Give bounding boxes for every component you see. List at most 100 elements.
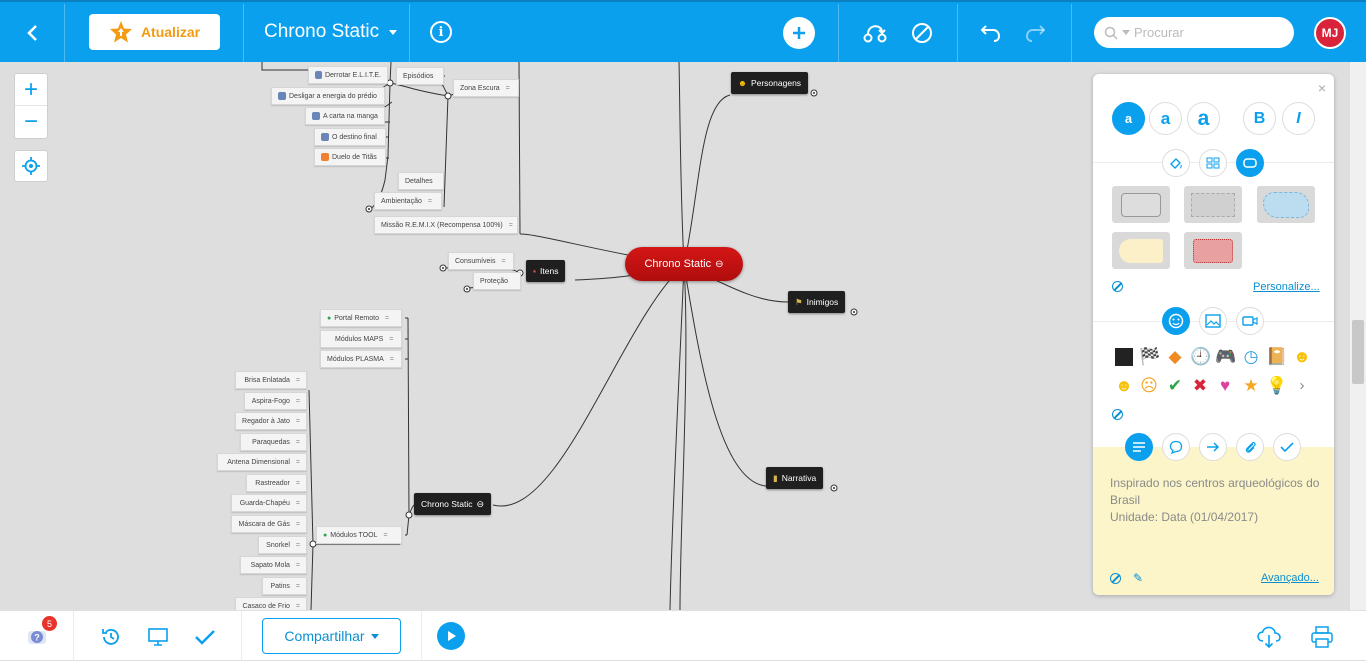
undo-icon[interactable] [978, 20, 1004, 46]
list-item[interactable]: Paraquedas= [240, 433, 307, 451]
list-item[interactable]: Sapato Mola= [240, 556, 307, 574]
shape-dotted-red[interactable] [1184, 232, 1242, 269]
shape-dashed-rect[interactable] [1184, 186, 1242, 223]
shape-tag[interactable] [1112, 232, 1170, 269]
list-item[interactable]: Rastreador= [246, 474, 307, 492]
neutral-face-icon[interactable]: ☻ [1115, 376, 1133, 395]
clock-icon[interactable]: 🕘 [1190, 347, 1212, 366]
presentation-icon[interactable] [145, 624, 171, 650]
print-icon[interactable] [1309, 624, 1335, 650]
center-map-button[interactable] [14, 150, 48, 182]
gamepad-icon[interactable]: 🎮 [1215, 347, 1237, 366]
share-button[interactable]: Compartilhar [262, 618, 401, 654]
magic-wand-icon[interactable]: ✎ [1133, 571, 1144, 585]
shape-style-icon[interactable] [1236, 149, 1264, 177]
node-itens[interactable]: ▪Itens [526, 260, 566, 282]
smile-icon[interactable]: ☻ [1293, 347, 1311, 366]
back-button[interactable] [18, 20, 46, 46]
list-item[interactable]: Brisa Enlatada= [235, 371, 307, 389]
zoom-in-button[interactable]: + [15, 74, 47, 106]
font-size-small-button[interactable]: a [1112, 102, 1145, 135]
blue-clock-icon[interactable]: ◷ [1243, 347, 1259, 366]
font-size-large-button[interactable]: a [1187, 102, 1220, 135]
link-tab-icon[interactable] [1199, 433, 1227, 461]
list-item[interactable]: Patins= [262, 577, 307, 595]
list-item[interactable]: Snorkel= [258, 536, 307, 554]
node-consumiveis[interactable]: Consumíveis= [448, 252, 514, 270]
lightbulb-icon[interactable]: 💡 [1266, 376, 1288, 395]
font-size-medium-button[interactable]: a [1149, 102, 1182, 135]
node-inimigos[interactable]: ⚑Inimigos [788, 291, 846, 313]
node-personagens[interactable]: ☻Personagens [731, 72, 809, 94]
search-box[interactable] [1094, 17, 1294, 48]
list-item[interactable]: Guarda-Chapéu= [231, 494, 307, 512]
cloud-download-icon[interactable] [1256, 624, 1282, 650]
list-item[interactable]: Desligar a energia do prédio [271, 87, 385, 105]
play-icon[interactable] [437, 622, 465, 650]
task-tab-icon[interactable] [1273, 433, 1301, 461]
mindmap-canvas[interactable]: Derrotar E.L.I.T.E. Desligar a energia d… [0, 62, 1350, 610]
video-tab-icon[interactable] [1236, 307, 1264, 335]
sad-face-icon[interactable]: ☹ [1140, 376, 1158, 395]
history-icon[interactable] [98, 624, 124, 650]
note-text[interactable]: Inspirado nos centros arqueológicos do B… [1110, 476, 1320, 524]
map-title-dropdown[interactable]: Chrono Static [264, 21, 398, 43]
address-book-icon[interactable]: 📔 [1266, 347, 1288, 366]
task-check-icon[interactable] [192, 624, 218, 650]
zoom-out-button[interactable]: − [23, 108, 38, 135]
green-check-icon[interactable]: ✔ [1167, 376, 1183, 395]
collapse-icon[interactable]: ⊖ [715, 258, 724, 270]
relationship-icon[interactable] [862, 20, 888, 46]
node-ambientacao[interactable]: Ambientação= [374, 192, 442, 210]
no-icon-icon[interactable] [1112, 409, 1123, 420]
node-modulos-maps[interactable]: Módulos MAPS= [320, 330, 402, 348]
close-icon[interactable]: × [1317, 80, 1326, 96]
image-tab-icon[interactable] [1199, 307, 1227, 335]
advanced-link[interactable]: Avançado... [1261, 572, 1319, 584]
scrollbar-thumb[interactable] [1352, 320, 1364, 384]
list-item[interactable]: Casaco de Frio= [235, 597, 307, 610]
redo-icon[interactable] [1022, 20, 1048, 46]
node-narrativa[interactable]: ▮Narrativa [766, 467, 824, 489]
node-detalhes[interactable]: Detalhes [398, 172, 444, 190]
emoji-tab-icon[interactable] [1162, 307, 1190, 335]
paint-bucket-icon[interactable] [1162, 149, 1190, 177]
black-square-icon[interactable] [1114, 347, 1134, 367]
avatar[interactable]: MJ [1314, 17, 1346, 49]
orange-diamond-icon[interactable]: ◆ [1168, 347, 1182, 366]
info-icon[interactable]: i [430, 21, 452, 43]
heart-icon[interactable]: ♥ [1219, 376, 1231, 395]
shape-cloud[interactable] [1257, 186, 1315, 223]
list-item[interactable]: Regador à Jato= [235, 412, 307, 430]
add-node-button[interactable] [783, 17, 815, 49]
no-shape-icon[interactable] [1112, 281, 1123, 292]
list-item[interactable]: Duelo de Titãs [314, 148, 386, 166]
list-item[interactable]: A carta na manga [305, 107, 385, 125]
chevron-right-icon[interactable]: › [1299, 377, 1305, 394]
node-chrono-static-sub[interactable]: Chrono Static⊖ [414, 493, 492, 515]
node-modulos-tool[interactable]: ●Módulos TOOL= [316, 526, 402, 544]
list-item[interactable]: Antena Dimensional= [217, 453, 307, 471]
central-node[interactable]: Chrono Static⊖ [625, 247, 743, 281]
node-zona-escura[interactable]: Zona Escura= [453, 79, 519, 97]
node-modulos-plasma[interactable]: Módulos PLASMA= [320, 350, 402, 368]
search-input[interactable] [1134, 25, 1284, 40]
shape-rounded-rect[interactable] [1112, 186, 1170, 223]
star-icon[interactable]: ★ [1243, 376, 1259, 395]
list-item[interactable]: Aspira-Fogo= [244, 392, 307, 410]
node-portal-remoto[interactable]: ●Portal Remoto= [320, 309, 402, 327]
update-button[interactable]: Atualizar [89, 14, 220, 50]
list-item[interactable]: Máscara de Gás= [231, 515, 307, 533]
note-tab-icon[interactable] [1125, 433, 1153, 461]
bold-button[interactable]: B [1243, 102, 1276, 135]
layout-icon[interactable] [1199, 149, 1227, 177]
node-episodios[interactable]: Episódios [396, 67, 444, 85]
italic-button[interactable]: I [1282, 102, 1315, 135]
list-item[interactable]: O destino final [314, 128, 386, 146]
clear-note-icon[interactable] [1110, 573, 1121, 584]
comment-tab-icon[interactable] [1162, 433, 1190, 461]
attachment-tab-icon[interactable] [1236, 433, 1264, 461]
checkered-flag-icon[interactable]: 🏁 [1139, 347, 1161, 366]
disable-icon[interactable] [909, 20, 935, 46]
help-icon[interactable]: ? [24, 624, 50, 650]
